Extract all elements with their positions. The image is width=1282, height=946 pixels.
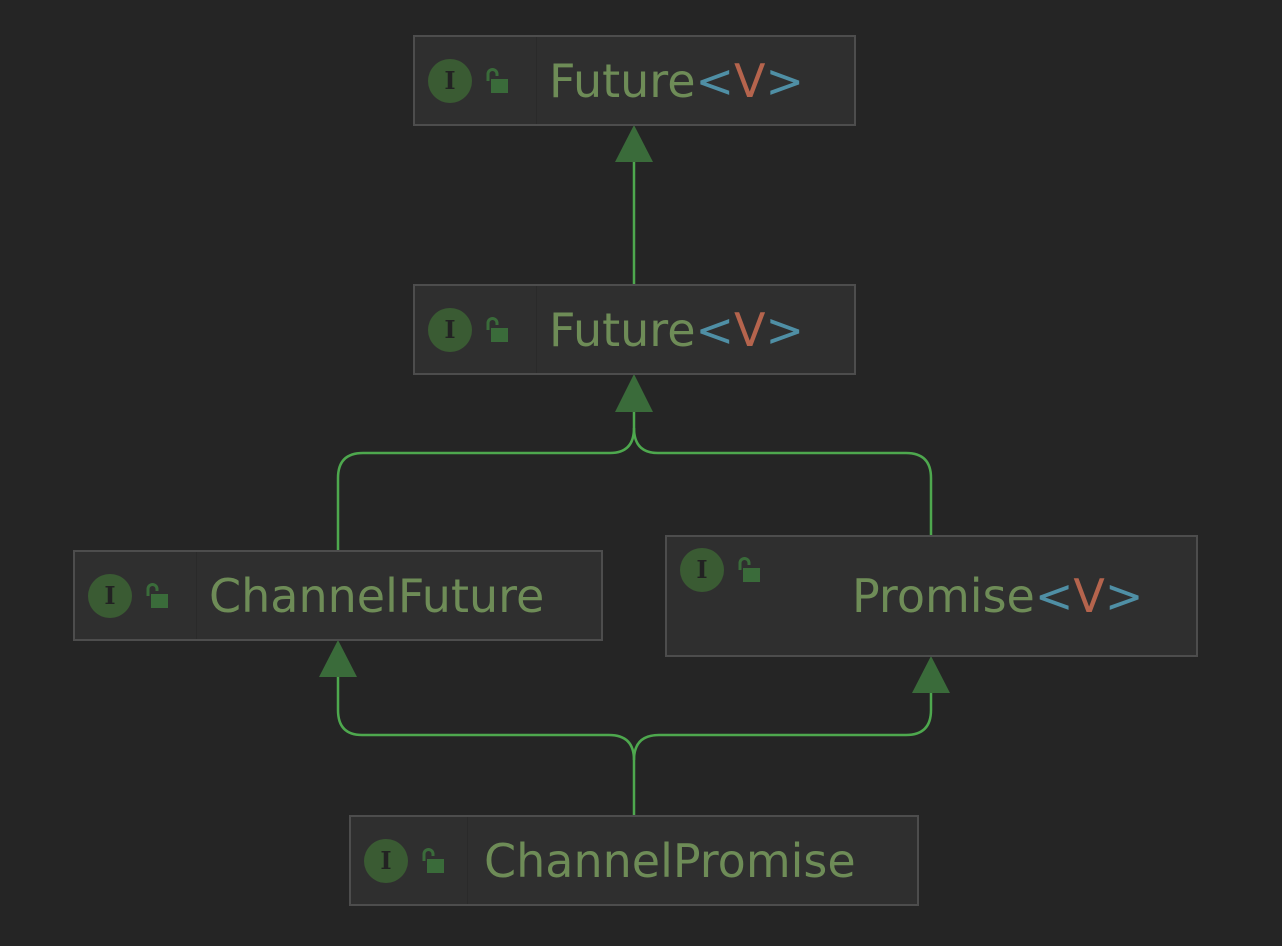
icon-separator: [467, 817, 468, 904]
icon-separator: [536, 286, 537, 373]
interface-icon: I: [428, 307, 472, 352]
interface-icon: I: [680, 548, 724, 592]
node-icons: I: [75, 552, 170, 639]
node-channel-future[interactable]: I ChannelFuture: [73, 550, 603, 641]
class-name: ChannelPromise: [484, 833, 856, 888]
type-parameter: V: [1073, 569, 1105, 623]
node-icons: I: [415, 286, 510, 373]
node-future-mid[interactable]: I Future<V>: [413, 284, 856, 375]
icon-separator: [536, 37, 537, 124]
type-parameter: V: [734, 53, 766, 108]
unlocked-icon: [420, 847, 446, 875]
class-label: Future<V>: [549, 37, 804, 124]
class-label: Future<V>: [549, 286, 804, 373]
class-label: ChannelFuture: [209, 552, 544, 639]
edge-channel-future-to-future-mid: [336, 410, 636, 550]
arrowhead-promise: [912, 656, 950, 693]
class-label: Promise<V>: [852, 537, 1143, 655]
node-icons: I: [415, 37, 510, 124]
class-label: ChannelPromise: [484, 817, 856, 904]
node-icons: I: [351, 817, 446, 904]
node-future-top[interactable]: I Future<V>: [413, 35, 856, 126]
node-channel-promise[interactable]: I ChannelPromise: [349, 815, 919, 906]
interface-icon: I: [428, 58, 472, 103]
type-open-bracket: <: [695, 302, 735, 357]
class-name: Future: [549, 302, 696, 357]
icon-separator: [196, 552, 197, 639]
unlocked-icon: [484, 316, 510, 344]
arrowhead-future-top: [615, 125, 653, 162]
type-close-bracket: >: [1104, 569, 1144, 623]
node-icons: I: [667, 548, 762, 592]
type-parameter: V: [734, 302, 766, 357]
class-name: ChannelFuture: [209, 568, 545, 623]
type-open-bracket: <: [695, 53, 735, 108]
type-close-bracket: >: [765, 53, 805, 108]
unlocked-icon: [736, 556, 762, 584]
arrowhead-future-mid: [615, 374, 653, 412]
interface-icon: I: [364, 838, 408, 883]
arrowhead-channel-future: [319, 640, 357, 677]
type-open-bracket: <: [1034, 569, 1074, 623]
unlocked-icon: [144, 582, 170, 610]
class-name: Future: [549, 53, 696, 108]
edge-channel-promise-to-promise: [632, 692, 933, 761]
type-close-bracket: >: [765, 302, 805, 357]
class-name: Promise: [852, 569, 1035, 623]
edge-promise-to-future-mid: [632, 427, 933, 535]
node-promise[interactable]: I Promise<V>: [665, 535, 1198, 657]
interface-icon: I: [88, 573, 132, 618]
unlocked-icon: [484, 67, 510, 95]
edge-channel-promise-to-channel-future: [336, 676, 636, 815]
